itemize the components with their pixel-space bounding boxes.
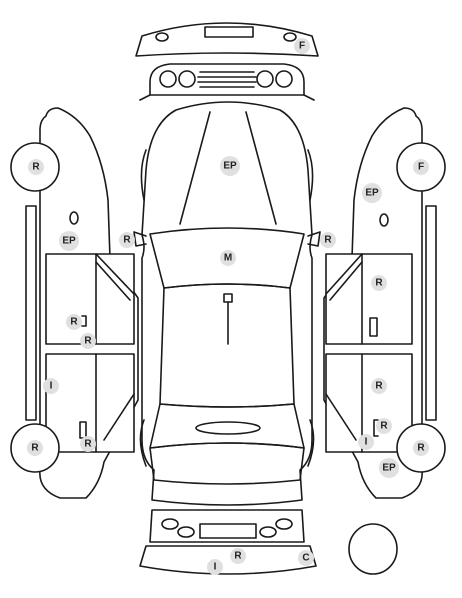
- svg-text:R: R: [32, 162, 40, 173]
- svg-text:R: R: [375, 278, 383, 289]
- svg-text:I: I: [50, 381, 53, 392]
- marker-l-rocker-i[interactable]: I: [43, 378, 59, 394]
- svg-text:EP: EP: [223, 161, 237, 172]
- marker-l-rear-door-r[interactable]: R: [80, 436, 96, 452]
- marker-r-rear-door-r2[interactable]: R: [376, 418, 392, 434]
- svg-text:R: R: [84, 336, 92, 347]
- svg-text:R: R: [70, 317, 78, 328]
- front-fascia: [139, 63, 315, 101]
- marker-lf-fender-ep[interactable]: EP: [59, 231, 79, 251]
- marker-rear-bumper-r[interactable]: R: [230, 548, 246, 564]
- svg-text:M: M: [224, 253, 232, 264]
- spare-circle: [348, 523, 398, 575]
- marker-roof-m[interactable]: M: [220, 250, 236, 266]
- marker-rf-fender-ep[interactable]: EP: [362, 183, 382, 203]
- right-side-profile: [323, 107, 446, 499]
- damage-markers: F EP R R M R EP R R I R R F EP R R R I R…: [27, 38, 429, 575]
- svg-text:EP: EP: [365, 188, 379, 199]
- marker-r-rocker-i[interactable]: I: [358, 434, 374, 450]
- svg-text:R: R: [234, 551, 242, 562]
- marker-lf-wheel-r[interactable]: R: [28, 159, 44, 175]
- marker-rf-wheel-f[interactable]: F: [413, 159, 429, 175]
- marker-rear-bumper-i[interactable]: I: [207, 559, 223, 575]
- marker-hood-ep[interactable]: EP: [220, 156, 240, 176]
- left-mirror: [133, 231, 147, 247]
- svg-text:R: R: [31, 443, 39, 454]
- svg-text:R: R: [123, 235, 131, 246]
- svg-text:I: I: [365, 437, 368, 448]
- svg-text:R: R: [417, 443, 425, 454]
- marker-lr-wheel-r[interactable]: R: [27, 440, 43, 456]
- svg-text:F: F: [299, 41, 305, 52]
- rear-fascia: [149, 509, 305, 543]
- svg-text:F: F: [418, 162, 424, 173]
- svg-text:R: R: [380, 421, 388, 432]
- left-side-profile: [10, 107, 139, 499]
- marker-l-front-door-r2[interactable]: R: [80, 333, 96, 349]
- marker-l-front-door-r1[interactable]: R: [66, 314, 82, 330]
- right-mirror: [307, 231, 321, 247]
- marker-left-mirror-r[interactable]: R: [119, 232, 135, 248]
- svg-text:I: I: [214, 562, 217, 573]
- marker-r-front-door-r[interactable]: R: [371, 275, 387, 291]
- svg-text:C: C: [302, 553, 309, 564]
- svg-text:R: R: [375, 381, 383, 392]
- marker-right-mirror-r[interactable]: R: [320, 232, 336, 248]
- front-bumper: [135, 22, 319, 57]
- svg-text:R: R: [324, 235, 332, 246]
- marker-front-bumper-f[interactable]: F: [294, 38, 310, 54]
- marker-rr-quarter-ep[interactable]: EP: [379, 458, 399, 478]
- marker-r-rear-door-r1[interactable]: R: [371, 378, 387, 394]
- svg-text:EP: EP: [62, 236, 76, 247]
- rear-bumper: [139, 545, 317, 575]
- svg-text:EP: EP: [382, 463, 396, 474]
- marker-rr-wheel-r[interactable]: R: [413, 440, 429, 456]
- svg-text:R: R: [84, 439, 92, 450]
- marker-rear-bumper-c[interactable]: C: [298, 550, 314, 566]
